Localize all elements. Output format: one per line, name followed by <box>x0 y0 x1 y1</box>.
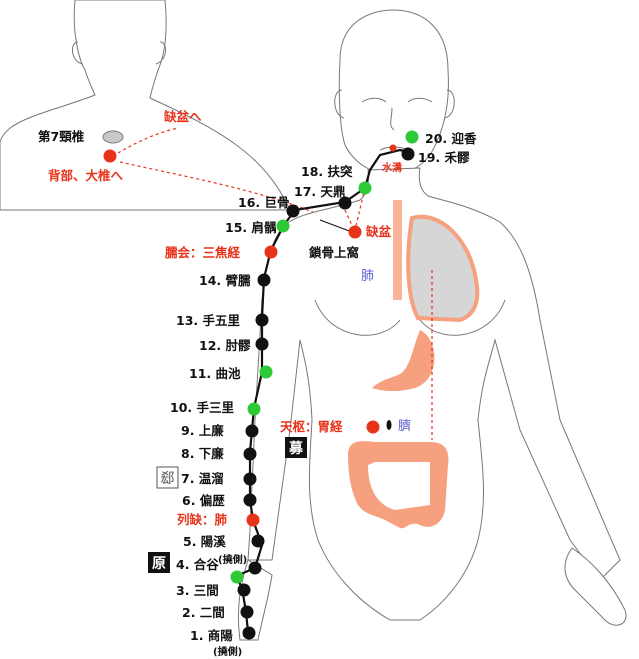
label-p17: 17. 天鼎 <box>294 184 346 199</box>
suogu-pointer-line <box>319 219 353 233</box>
label-mu: 募 <box>288 440 304 457</box>
point-labels: 20. 迎香 19. 禾髎 水溝 18. 扶突 17. 天鼎 16. 巨骨 缺盆… <box>148 131 477 658</box>
point-13-shouwuli <box>255 313 269 327</box>
label-p13: 13. 手五里 <box>176 313 240 328</box>
lung <box>406 214 480 323</box>
navel-marker <box>386 420 392 430</box>
label-p5: 5. 陽溪 <box>183 534 226 549</box>
label-p14: 14. 臂臑 <box>199 273 251 288</box>
front-body-figure <box>237 9 627 641</box>
point-3-sanjian-a <box>230 570 244 584</box>
to-quepen-label: 缺盆へ <box>164 109 202 124</box>
point-shuigou <box>389 144 397 152</box>
point-1-shangyang <box>242 626 256 640</box>
point-7-wenliu <box>243 472 257 486</box>
label-p9: 9. 上廉 <box>181 423 224 438</box>
label-p19: 19. 禾髎 <box>418 150 470 165</box>
label-p11: 11. 曲池 <box>189 366 241 381</box>
point-17-tianding <box>338 196 352 210</box>
label-tianshu: 天枢：胃経 <box>280 419 343 434</box>
label-xi: 郄 <box>161 471 175 487</box>
point-tianshu <box>366 420 380 434</box>
point-18-futu <box>358 181 372 195</box>
label-p20: 20. 迎香 <box>425 131 477 146</box>
label-lieque: 列缺：肺 <box>177 512 228 527</box>
point-12-zhouliao <box>255 337 269 351</box>
point-8-xialian <box>243 447 257 461</box>
back-dotted-link <box>117 127 179 154</box>
point-3-sanjian <box>237 583 251 597</box>
point-14-binao <box>257 273 271 287</box>
point-10-shousanli <box>247 402 261 416</box>
stomach <box>372 330 435 391</box>
c7-vertebra-marker <box>102 130 124 144</box>
point-2-erjian <box>240 605 254 619</box>
label-navel: 臍 <box>398 418 411 434</box>
label-p8: 8. 下廉 <box>181 446 224 461</box>
label-suogu: 鎖骨上窩 <box>309 245 359 260</box>
dazhui-point <box>103 149 117 163</box>
label-p1: 1. 商陽 <box>190 628 233 643</box>
mu-badge-box <box>285 437 307 458</box>
back-view-figure: 第7頸椎 缺盆へ 背部、大椎へ <box>0 0 356 233</box>
label-lung: 肺 <box>361 269 374 284</box>
label-yuan: 原 <box>152 556 166 572</box>
yuan-badge-box <box>148 552 170 573</box>
label-p12: 12. 肘髎 <box>199 338 251 353</box>
point-lieque <box>246 513 260 527</box>
label-p4-side: (撓側) <box>218 553 247 566</box>
label-quepen: 缺盆 <box>366 224 392 239</box>
label-p4: 4. 合谷 <box>176 557 219 572</box>
label-p2: 2. 二間 <box>182 605 225 620</box>
point-6-pianli <box>243 493 257 507</box>
xi-badge-box <box>156 466 179 489</box>
point-quepen <box>348 225 362 239</box>
organs <box>348 200 480 529</box>
acupoint-markers <box>230 130 419 640</box>
point-5-yangxi <box>251 534 265 548</box>
label-p6: 6. 偏歴 <box>182 493 225 508</box>
point-16-jugu <box>286 204 300 218</box>
back-dazhui-label: 背部、大椎へ <box>48 168 124 183</box>
point-naohui <box>264 245 278 259</box>
label-p3: 3. 三間 <box>176 583 219 598</box>
point-11-quchi <box>259 365 273 379</box>
label-shuigou: 水溝 <box>381 161 402 174</box>
point-15-jianyu <box>276 219 290 233</box>
label-p7: 7. 温溜 <box>181 471 224 486</box>
point-4-hegu <box>248 561 262 575</box>
large-intestine <box>348 441 449 529</box>
label-p15: 15. 肩髃 <box>225 220 277 235</box>
label-p10: 10. 手三里 <box>170 400 234 415</box>
label-p1-side: (撓側) <box>213 645 242 658</box>
label-p18: 18. 扶突 <box>301 164 353 179</box>
label-naohui: 臑会：三焦経 <box>165 245 241 260</box>
trachea <box>393 200 402 300</box>
point-20-yingxiang <box>405 130 419 144</box>
point-9-shanglian <box>245 424 259 438</box>
c7-label: 第7頸椎 <box>38 129 85 144</box>
label-p16: 16. 巨骨 <box>238 195 290 210</box>
point-19-heliao <box>401 147 415 161</box>
